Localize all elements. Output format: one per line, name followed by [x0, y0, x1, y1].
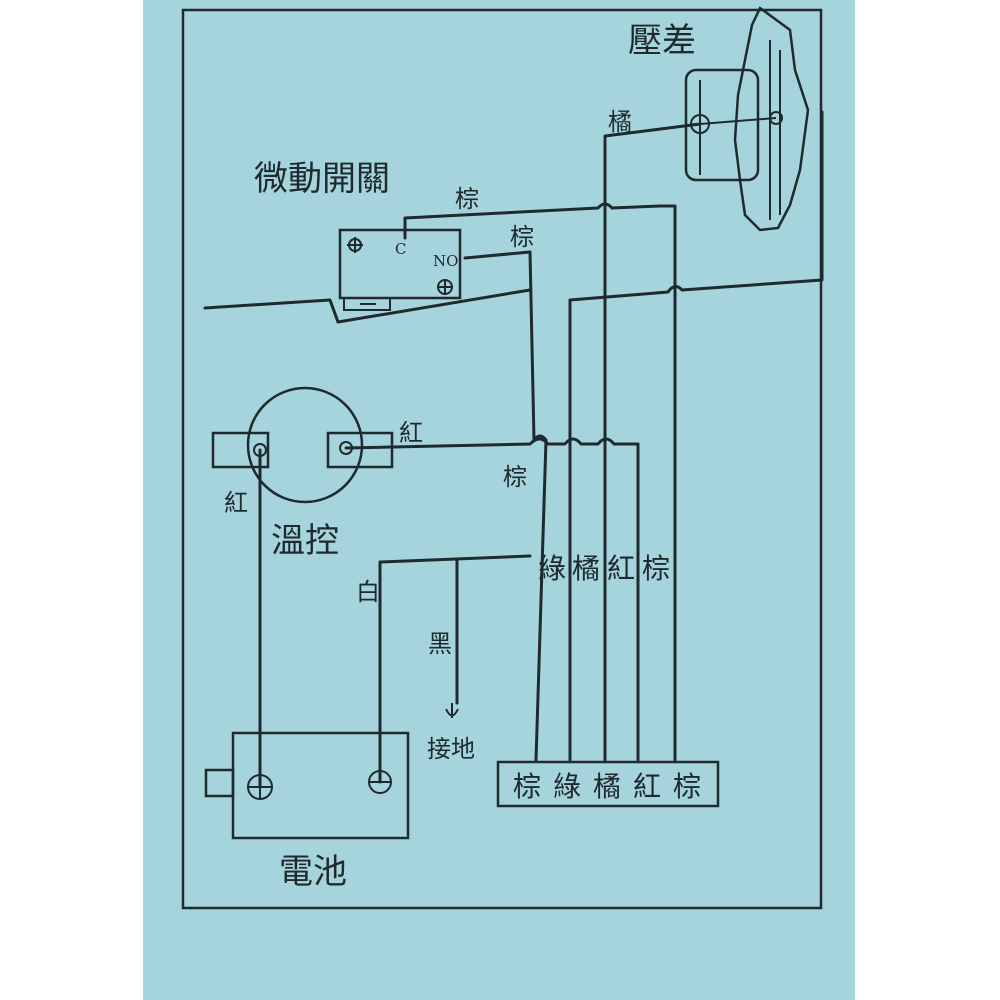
battery-label: 電池: [279, 852, 347, 892]
bundle-label-orange: 橘: [572, 552, 602, 585]
ground-label: 接地: [427, 735, 475, 763]
micro-switch-icon: [338, 228, 462, 311]
wire-label-orange-pressure: 橘: [608, 108, 632, 136]
terminal-block-label-3: 橘: [593, 770, 623, 803]
wire-orange-pressure: [603, 122, 702, 762]
frame-border: [181, 8, 823, 910]
terminal-block-label-4: 紅: [633, 770, 663, 803]
wire-red-thermo: [344, 437, 640, 762]
terminal-block: [496, 760, 720, 808]
wire-label-white: 白: [356, 578, 380, 606]
wire-green: [568, 110, 824, 762]
wire-brown-c: [403, 202, 677, 762]
wire-label-red-thermo-left: 紅: [224, 489, 248, 517]
terminal-no-label: NO: [433, 252, 458, 270]
micro-switch-lever: [203, 288, 532, 324]
bundle-label-red: 紅: [607, 552, 637, 585]
micro-switch-label: 微動開關: [254, 159, 390, 199]
pressure-switch-icon: [684, 6, 810, 232]
thermostat-icon: [211, 386, 394, 504]
wire-label-black: 黑: [428, 630, 452, 658]
pressure-switch-label: 壓差: [628, 21, 696, 61]
bundle-label-brown: 棕: [642, 552, 672, 585]
wire-label-brown-mid: 棕: [503, 463, 527, 491]
thermostat-label: 溫控: [271, 521, 339, 561]
terminal-c-label: C: [395, 240, 406, 258]
diagram-sheet: [143, 0, 855, 1000]
wire-white: [378, 554, 532, 784]
wire-label-brown-c: 棕: [455, 185, 479, 213]
wire-label-red-thermo-right: 紅: [399, 419, 423, 447]
bundle-label-green: 綠: [538, 552, 568, 585]
terminal-block-label-2: 綠: [553, 770, 583, 803]
terminal-block-label-1: 棕: [513, 770, 543, 803]
terminal-block-label-5: 棕: [673, 770, 703, 803]
battery-icon: [204, 731, 410, 840]
wire-label-brown-no: 棕: [510, 223, 534, 251]
wire-brown-no: [463, 250, 548, 762]
ground-icon: [445, 703, 459, 718]
